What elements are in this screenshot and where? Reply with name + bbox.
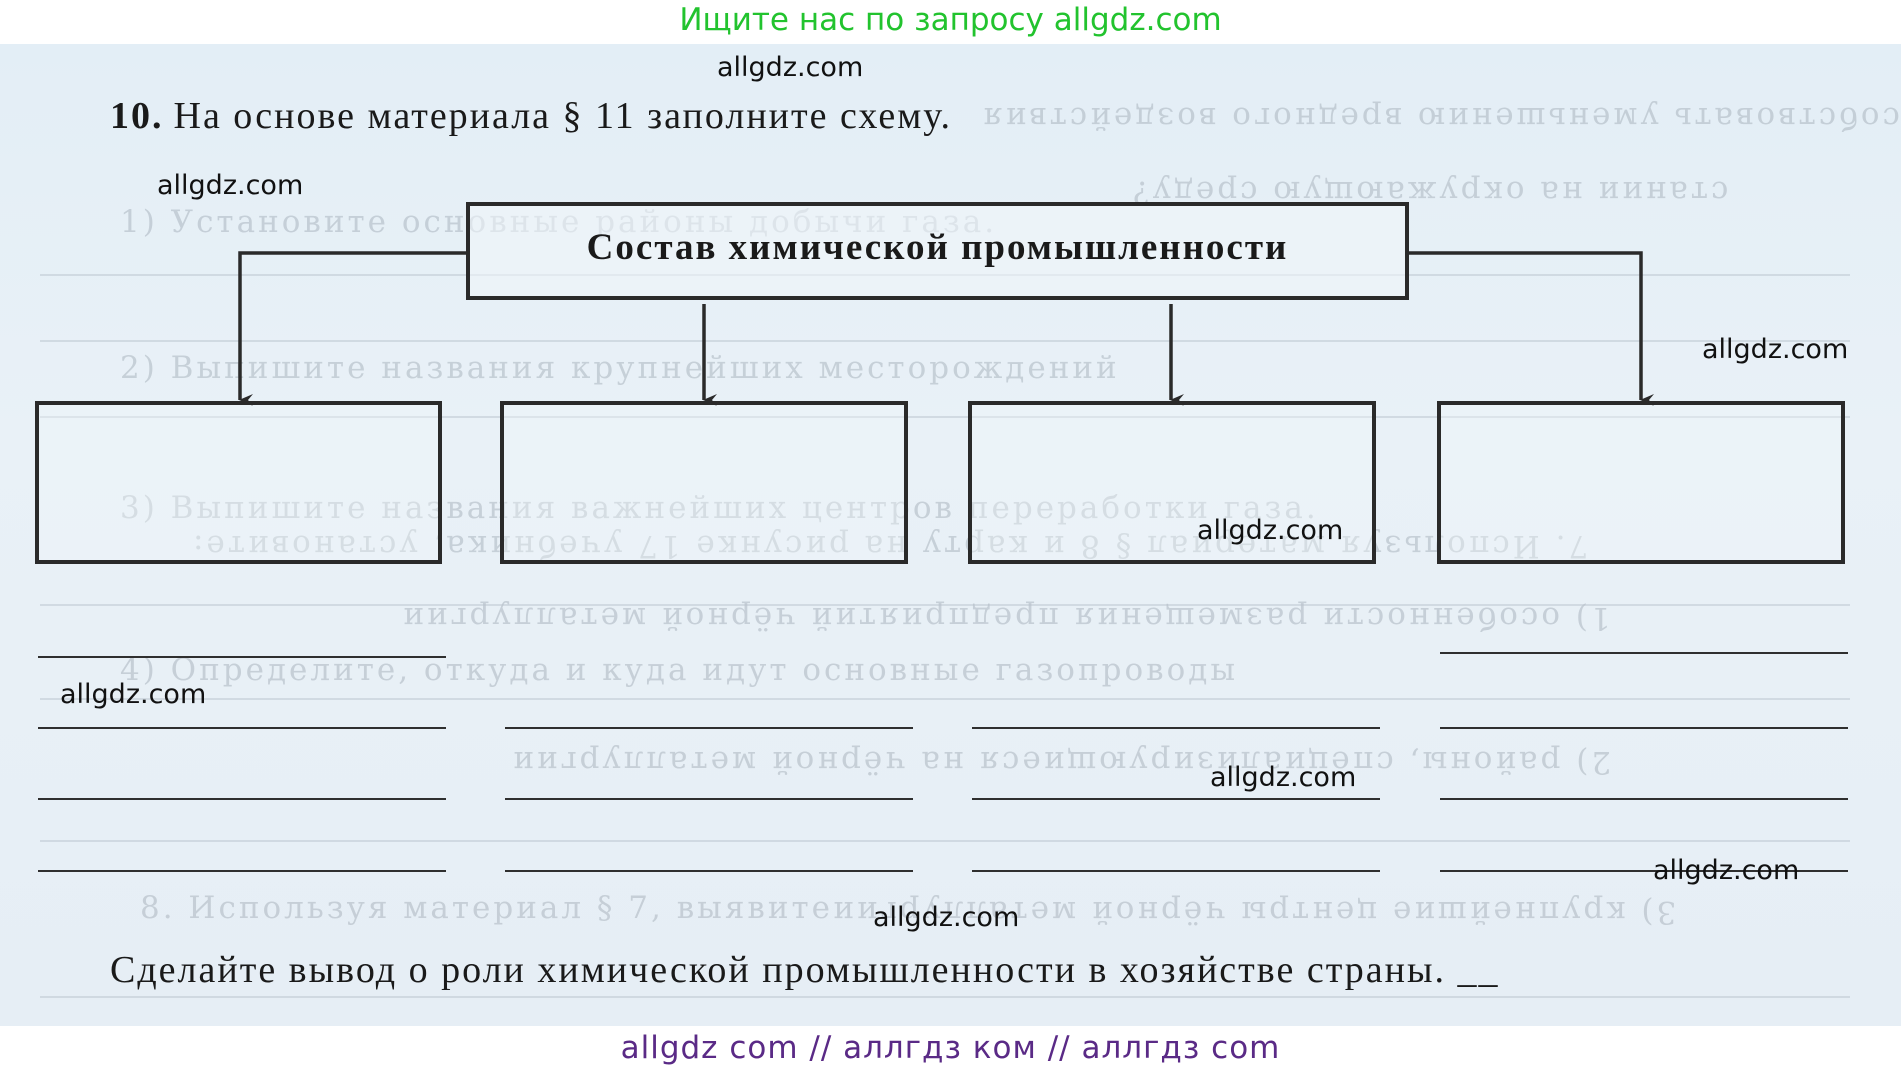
bottom-banner: allgdz com // аллгдз ком // аллгдз com	[0, 1026, 1901, 1073]
diagram-leaf-box-1[interactable]	[35, 401, 442, 564]
diagram-root-label: Состав химической промышленности	[586, 227, 1289, 268]
diagram-leaf-box-3[interactable]	[968, 401, 1376, 564]
answer-line[interactable]	[38, 727, 446, 729]
top-banner: Ищите нас по запросу allgdz.com	[0, 0, 1901, 44]
bleed-line	[40, 604, 1850, 606]
diagram-root-box: Состав химической промышленности	[466, 202, 1409, 300]
answer-line[interactable]	[1440, 870, 1848, 872]
answer-line[interactable]	[1440, 798, 1848, 800]
bleed-text: 8. Используя материал § 7, выявите	[140, 890, 833, 926]
answer-line[interactable]	[972, 870, 1380, 872]
answer-line[interactable]	[505, 870, 913, 872]
bleed-text: 3) Выпишите названия важнейших центров п…	[120, 490, 1319, 526]
conclusion-prompt: Сделайте вывод о роли химической промышл…	[110, 949, 1500, 991]
answer-line[interactable]	[38, 870, 446, 872]
watermark: allgdz.com	[157, 170, 304, 201]
bleed-line	[40, 698, 1850, 700]
diagram-leaf-box-4[interactable]	[1437, 401, 1845, 564]
bleed-line	[40, 340, 1850, 342]
answer-line[interactable]	[1440, 727, 1848, 729]
task-text: На основе материала § 11 заполните схему…	[173, 95, 952, 137]
bleed-text: 4) Определите, откуда и куда идут основн…	[120, 652, 1239, 688]
bleed-line	[40, 840, 1850, 842]
answer-line[interactable]	[1440, 652, 1848, 654]
connector-arrow-1	[238, 251, 466, 406]
answer-line[interactable]	[972, 798, 1380, 800]
answer-line[interactable]	[38, 656, 446, 658]
watermark: allgdz.com	[60, 679, 207, 710]
answer-line[interactable]	[505, 727, 913, 729]
watermark: allgdz.com	[873, 902, 1020, 933]
bleed-line	[40, 996, 1850, 998]
diagram-leaf-box-2[interactable]	[500, 401, 908, 564]
watermark: allgdz.com	[717, 52, 864, 83]
bleed-text: 2) Выпишите названия крупнейших месторож…	[120, 350, 1120, 386]
watermark: allgdz.com	[1210, 762, 1357, 793]
answer-line[interactable]	[505, 798, 913, 800]
watermark: allgdz.com	[1653, 855, 1800, 886]
answer-line[interactable]	[38, 798, 446, 800]
task-heading: 10.На основе материала § 11 заполните сх…	[110, 94, 952, 138]
watermark: allgdz.com	[1197, 515, 1344, 546]
connector-arrow-4	[1409, 251, 1654, 406]
bleed-line	[40, 416, 1850, 418]
answer-line[interactable]	[972, 727, 1380, 729]
watermark: allgdz.com	[1702, 334, 1849, 365]
task-number: 10.	[110, 95, 164, 137]
